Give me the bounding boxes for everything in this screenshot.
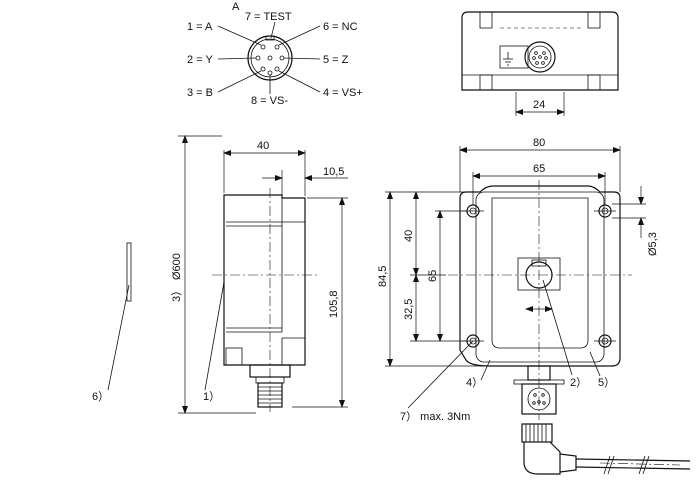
top-width-dim: 24 (533, 99, 545, 111)
front-note-5: 5） (598, 376, 615, 389)
pin4-label: 4 = VS+ (323, 87, 363, 99)
front-lower-dim: 32,5 (403, 299, 415, 320)
front-width-dim: 80 (533, 137, 545, 149)
side-width-dim: 40 (257, 140, 269, 152)
pin3-label: 3 = B (187, 87, 213, 99)
front-hole-spacing-dim: 65 (533, 163, 545, 175)
front-view: 80 65 84,5 40 32,5 65 Ø5,3 4） 2） (377, 137, 691, 475)
front-vert-hole-dim: 65 (427, 270, 439, 282)
side-cable-dim: Ø600 (171, 253, 183, 280)
pin1-label: 1 = A (187, 21, 213, 33)
pin5-label: 5 = Z (323, 54, 349, 66)
front-upper-dim: 40 (403, 230, 415, 242)
front-hole-dia-dim: Ø5,3 (647, 232, 659, 256)
side-view: 40 10,5 105,8 Ø600 3） 1） 6） (92, 135, 348, 414)
angled-cable-connector-icon (521, 423, 691, 475)
side-note-1: 1） (203, 390, 220, 403)
side-offset-dim: 10,5 (323, 166, 344, 178)
front-height-dim: 84,5 (377, 266, 389, 287)
connector-pinout: A 7 = TEST 1 = A 6 = NC 2 = Y 5 = Z 3 = … (187, 1, 363, 107)
front-note-7: 7） max. 3Nm (400, 410, 470, 423)
pin7-label: 7 = TEST (245, 11, 292, 23)
ground-symbol-icon (503, 52, 513, 66)
pin8-label: 8 = VS- (251, 95, 288, 107)
pinout-letter-a: A (232, 1, 240, 13)
side-note-3: 3） (170, 285, 183, 302)
pin6-label: 6 = NC (323, 21, 358, 33)
side-height-dim: 105,8 (328, 290, 340, 318)
pin2-label: 2 = Y (187, 54, 213, 66)
pin-leader-lines (217, 21, 321, 94)
front-note-4: 4） (466, 376, 483, 389)
front-note-2: 2） (570, 376, 587, 389)
top-view: 24 (461, 11, 619, 116)
side-note-6: 6） (92, 390, 109, 403)
